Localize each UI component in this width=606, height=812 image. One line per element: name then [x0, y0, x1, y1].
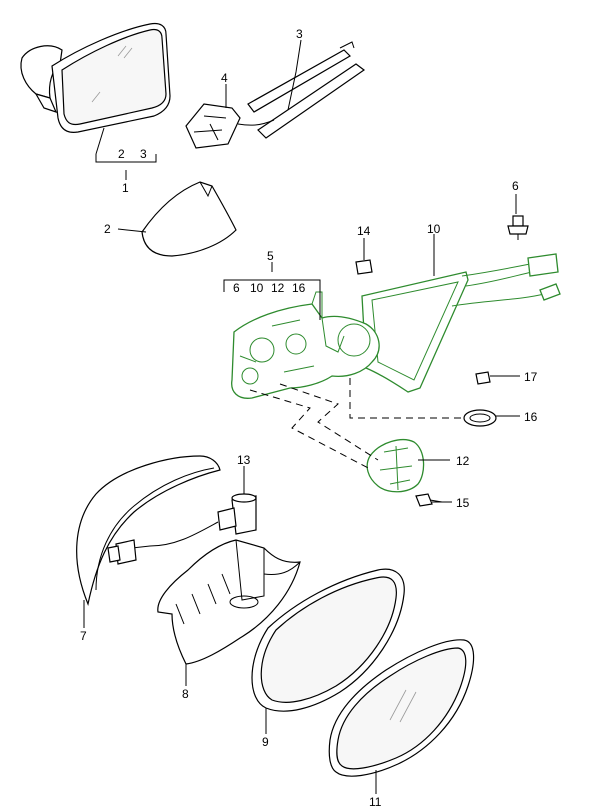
- callout-11: 11: [369, 795, 382, 809]
- part-7-housing-shell: [76, 455, 221, 607]
- part-8-housing-carrier: [157, 539, 301, 665]
- part-14-clip: [355, 259, 373, 275]
- callout-7: 7: [80, 629, 87, 643]
- part-9-mirror-glass-backing: [251, 568, 405, 712]
- part-17-screw: [475, 371, 504, 385]
- part-4-motor: [185, 103, 275, 149]
- callout-5-group-16: 16: [292, 281, 306, 295]
- callout-1: 1: [122, 181, 129, 195]
- callout-5-group-10: 10: [250, 281, 264, 295]
- part-13-heater-element: [107, 493, 257, 565]
- part-12-glass-holder: [366, 439, 425, 493]
- part-10-mirror-base: [361, 253, 561, 393]
- callout-9: 9: [262, 735, 269, 749]
- part-16-cover: [463, 409, 497, 427]
- callout-5-group-6: 6: [233, 281, 240, 295]
- callout-4: 4: [221, 71, 228, 85]
- part-2-mirror-cap: [141, 181, 237, 257]
- part-15-screw: [415, 493, 443, 507]
- callout-16: 16: [524, 410, 538, 424]
- callout-10: 10: [427, 222, 441, 236]
- callout-5-group-12: 12: [271, 281, 285, 295]
- callout-6: 6: [512, 179, 519, 193]
- callout-1-group-2: 2: [118, 147, 125, 161]
- part-1-mirror-assembly: [20, 22, 171, 133]
- assembly-dashed-lines: [249, 378, 464, 471]
- callout-8: 8: [182, 687, 189, 701]
- part-11-mirror-glass: [328, 639, 475, 777]
- callout-14: 14: [357, 224, 371, 238]
- part-6-screw: [507, 215, 529, 240]
- callout-1-group-3: 3: [140, 147, 147, 161]
- callout-17: 17: [524, 370, 538, 384]
- callout-3: 3: [296, 27, 303, 41]
- leader-lines: [83, 39, 520, 794]
- callout-5: 5: [267, 249, 274, 263]
- part-5-adjuster-frame: [231, 291, 380, 399]
- callout-13: 13: [237, 453, 251, 467]
- part-3-trim-strips: [247, 41, 366, 139]
- callout-labels: 1 2 3 2 3 4 5 6 10 12 16 6 7 8 9 10 11 1…: [80, 27, 538, 809]
- callout-2: 2: [104, 222, 111, 236]
- callout-12: 12: [456, 454, 470, 468]
- callout-15: 15: [456, 496, 470, 510]
